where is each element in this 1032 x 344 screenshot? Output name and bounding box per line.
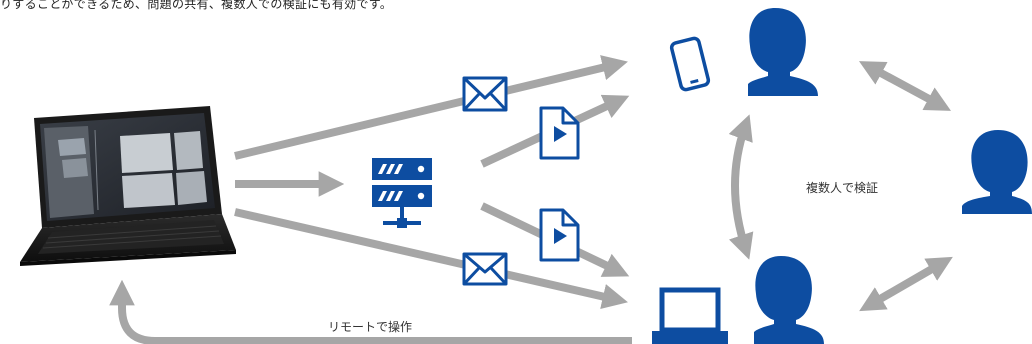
label-remote-operation: リモートで操作 xyxy=(328,320,413,334)
arrow-laptop-to-phone xyxy=(234,55,628,160)
mail-icon xyxy=(462,252,508,286)
laptop-icon xyxy=(652,287,728,344)
smartphone-icon xyxy=(669,36,711,92)
person-icon xyxy=(754,256,824,344)
mail-icon xyxy=(462,76,508,112)
arrow-bidirectional-top xyxy=(858,61,952,111)
arrow-laptop-to-laptop-user xyxy=(234,208,628,310)
header-text: りすることができるため、問題の共有、複数人での検証にも有効です。 xyxy=(0,0,393,11)
person-icon xyxy=(962,130,1032,214)
arrow-remote-operation xyxy=(109,279,632,344)
label-multi-verify: 複数人で検証 xyxy=(806,181,879,195)
arrow-bidirectional-left xyxy=(728,114,754,260)
arrow-bidirectional-bottom xyxy=(859,256,953,312)
laptop-screenshot xyxy=(20,106,236,266)
video-file-icon xyxy=(539,208,580,262)
server-icon xyxy=(372,158,432,228)
video-file-icon xyxy=(539,106,580,160)
person-icon xyxy=(748,8,818,96)
